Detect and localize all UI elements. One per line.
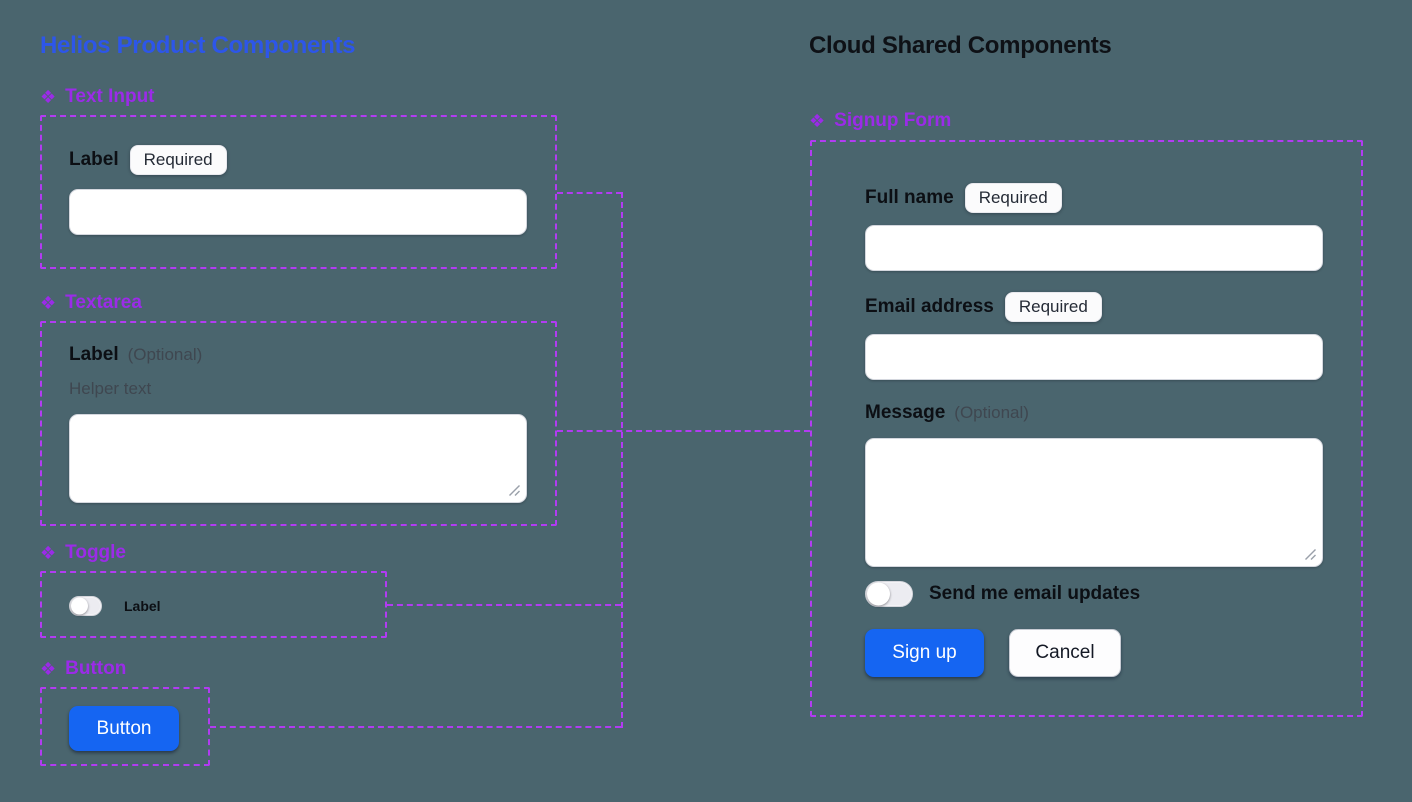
section-label: Toggle — [65, 542, 126, 563]
component-diamond-icon: ❖ — [40, 293, 57, 313]
textarea-field[interactable] — [69, 414, 527, 503]
section-label: Textarea — [65, 292, 142, 313]
section-header-button: ❖ Button — [40, 658, 126, 680]
component-diamond-icon: ❖ — [40, 659, 57, 679]
text-input-field[interactable] — [69, 189, 527, 235]
field-label: Label — [69, 344, 119, 365]
cancel-button[interactable]: Cancel — [1009, 629, 1121, 677]
section-label: Button — [65, 658, 127, 679]
toggle-switch[interactable] — [69, 596, 102, 616]
field-label: Email address — [865, 296, 994, 317]
right-panel-title: Cloud Shared Components — [809, 32, 1112, 59]
sign-up-button[interactable]: Sign up — [865, 629, 984, 677]
frame-button: Button — [40, 687, 210, 766]
helper-text: Helper text — [69, 379, 152, 398]
textarea-wrap — [69, 414, 527, 503]
component-diamond-icon: ❖ — [40, 87, 57, 107]
sample-button[interactable]: Button — [69, 706, 179, 751]
section-label: Signup Form — [834, 110, 952, 131]
toggle-knob — [867, 582, 890, 606]
email-updates-toggle[interactable] — [865, 581, 913, 607]
text-input-label-row: Label Required — [69, 145, 227, 175]
message-label-row: Message (Optional) — [865, 402, 1029, 424]
message-textarea-wrap — [865, 438, 1323, 567]
connector-vertical-spine — [621, 192, 623, 728]
section-label: Text Input — [65, 86, 155, 107]
email-updates-toggle-row: Send me email updates — [865, 581, 1140, 607]
connector-toggle — [387, 604, 621, 606]
email-label-row: Email address Required — [865, 292, 1102, 322]
frame-textarea: Label (Optional) Helper text — [40, 321, 557, 526]
message-textarea[interactable] — [865, 438, 1323, 567]
component-diamond-icon: ❖ — [809, 111, 826, 131]
optional-note: (Optional) — [954, 403, 1029, 422]
connector-text-input — [557, 192, 622, 194]
required-badge: Required — [1004, 292, 1102, 322]
connector-button — [210, 726, 621, 728]
field-label: Full name — [865, 187, 954, 208]
toggle-label: Label — [124, 598, 161, 614]
full-name-label-row: Full name Required — [865, 183, 1062, 213]
required-badge: Required — [964, 183, 1062, 213]
field-label: Message — [865, 402, 946, 423]
frame-signup-form: Full name Required Email address Require… — [810, 140, 1363, 717]
frame-toggle: Label — [40, 571, 387, 638]
section-header-textarea: ❖ Textarea — [40, 292, 142, 314]
field-label: Label — [69, 149, 119, 170]
optional-note: (Optional) — [127, 345, 203, 364]
section-header-text-input: ❖ Text Input — [40, 86, 155, 108]
full-name-input[interactable] — [865, 225, 1323, 271]
component-diamond-icon: ❖ — [40, 543, 57, 563]
section-header-signup-form: ❖ Signup Form — [809, 110, 951, 132]
required-badge: Required — [129, 145, 227, 175]
toggle-row: Label — [69, 596, 161, 616]
email-input[interactable] — [865, 334, 1323, 380]
section-header-toggle: ❖ Toggle — [40, 542, 126, 564]
frame-text-input: Label Required — [40, 115, 557, 269]
email-updates-label: Send me email updates — [929, 583, 1141, 604]
textarea-label-row: Label (Optional) — [69, 344, 202, 366]
toggle-knob — [71, 597, 88, 615]
left-panel-title: Helios Product Components — [40, 32, 356, 59]
connector-textarea-to-signup — [557, 430, 810, 432]
